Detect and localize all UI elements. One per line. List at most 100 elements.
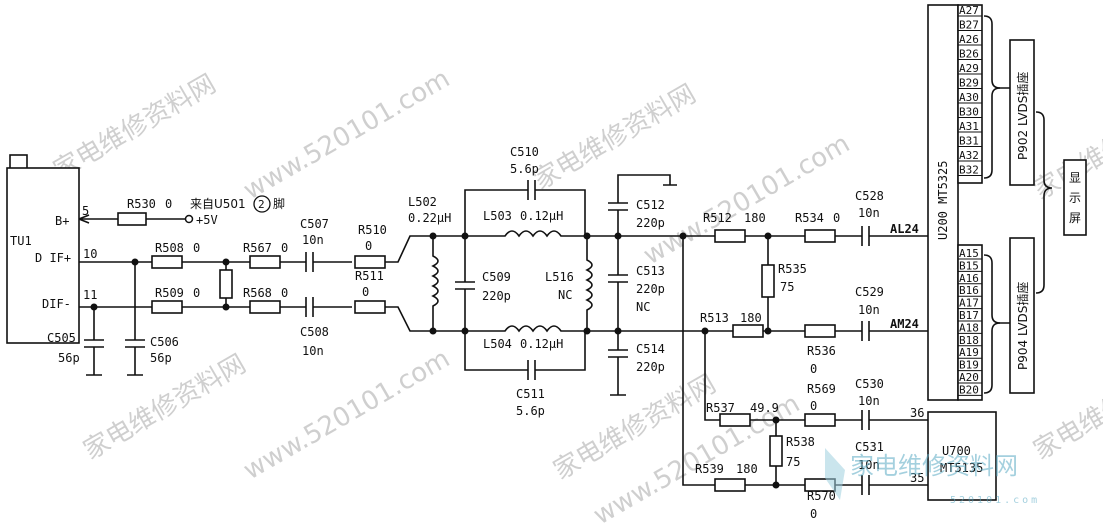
ref-label: C506 [150,335,179,349]
supply-line: R530 0 来自U501 2 脚 +5V [79,196,285,227]
display-label: 显示屏 [1069,171,1081,225]
resistor-r513 [733,325,763,337]
ref-label: R534 [795,211,824,225]
output-network: R512 180 R534 0 R535 75 R513 180 R536 0 … [618,189,958,376]
value-label: 0.22μH [408,211,451,225]
junction-dot [223,259,230,266]
watermark-url: www.520101.com [639,129,856,271]
ref-label: R537 [706,401,735,415]
watermark-url: www.520101.com [239,64,456,206]
pin-label: A18 [959,321,979,334]
source-note-suffix: 脚 [273,196,285,211]
tuner-pin-label: D IF+ [35,251,71,265]
tuner-name: TU1 [10,234,32,248]
value-label: 56p [58,351,80,365]
inductor-l502 [433,236,438,331]
ref-label: R567 [243,241,272,255]
watermark-text: 家电维修资料网 [79,349,252,466]
capacitor-c507 [306,252,313,272]
inductor-l504 [470,326,620,331]
value-label: 180 [736,462,758,476]
value-label: 0 [281,241,288,255]
ref-label: C505 [47,331,76,345]
ref-label: C529 [855,285,884,299]
ref-label: R509 [155,286,184,300]
pin-label: A15 [959,247,979,260]
capacitor-c530 [862,410,869,430]
brace-bottom [984,255,1000,393]
value-label: 0 [362,285,369,299]
pin-number: 36 [910,406,924,420]
value-label: 5.6p [516,404,545,418]
brace-top [984,16,1000,178]
circled-number: 2 [258,198,265,211]
value-label: 10n [858,394,880,408]
junction-dot [462,328,469,335]
value-label: 0.12μH [520,209,563,223]
supply-voltage: +5V [196,213,218,227]
supply-terminal [186,216,193,223]
ref-label: L502 [408,195,437,209]
tuner-pin-number: 11 [83,288,97,302]
ref-label: R511 [355,269,384,283]
ref-label: R535 [778,262,807,276]
capacitor-c513 [608,236,628,331]
value-label: 0 [365,239,372,253]
capacitor-c529 [862,321,869,341]
resistor-r509 [152,301,182,313]
resistor-r569 [805,414,835,426]
ref-label: R568 [243,286,272,300]
junction-dot [765,233,772,240]
capacitor-c514 [608,331,628,395]
watermark-text: 家电维修资料网 [1029,349,1103,466]
resistor-r530 [118,213,146,225]
value-label: 0 [810,362,817,376]
ref-label: C511 [516,387,545,401]
tuner-connector [10,155,27,169]
ref-label: R536 [807,344,836,358]
resistor-r511 [355,301,385,313]
input-network: C505 56p C506 56p R508 0 R509 0 R567 0 R… [47,217,470,375]
resistor-r510 [355,256,385,268]
tuner-pin-number: 10 [83,247,97,261]
capacitor-c508 [306,297,313,317]
junction-dot [584,328,591,335]
ref-label: C507 [300,217,329,231]
value-label: 0 [281,286,288,300]
value-label: 0.12μH [520,337,563,351]
pin-label: B29 [959,77,979,90]
value-label: 0 [193,241,200,255]
tuner-pin-label: DIF- [42,297,71,311]
pin-label: A31 [959,120,979,133]
ref-label: C509 [482,270,511,284]
ref-label: L516 [545,270,574,284]
pin-label: B18 [959,334,979,347]
inductor-l516 [587,236,592,331]
resistor-r567 [250,256,280,268]
pin-label: A26 [959,33,979,46]
pin-label: B31 [959,135,979,148]
watermark-text: 家电维修资料网 [529,79,702,196]
junction-dot [223,304,230,311]
resistor-r538 [770,436,782,466]
ref-label: R538 [786,435,815,449]
value-label: 56p [150,351,172,365]
junction-dot [584,233,591,240]
pin-label: B32 [959,164,979,177]
value-label: 10n [302,233,324,247]
ref-label: R570 [807,489,836,503]
value-label: 0 [193,286,200,300]
value-label: 49.9 [750,401,779,415]
net-label-al24: AL24 [890,222,919,236]
ref-label: C508 [300,325,329,339]
junction-dot [765,328,772,335]
capacitor-c509 [455,236,475,331]
ref-label: R539 [695,462,724,476]
u200-block: U200 MT5325 A27B27A26B26A29B29A30B30A31B… [928,4,1086,400]
ref-label: R512 [703,211,732,225]
junction-dot [773,482,780,489]
pin-label: B16 [959,284,979,297]
pin-label: A27 [959,4,979,17]
